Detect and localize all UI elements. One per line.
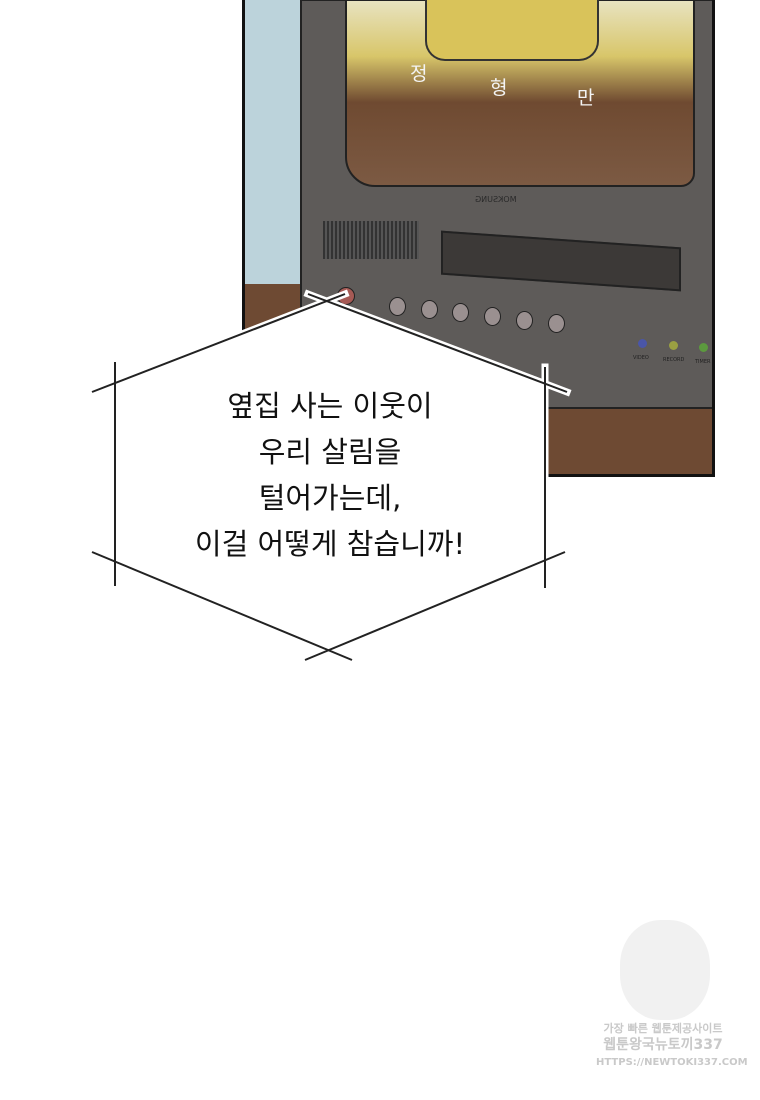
bubble-line-4: 이걸 어떻게 참습니까! xyxy=(194,527,466,561)
vcr-buttons xyxy=(389,297,569,333)
presenter-figure xyxy=(425,0,599,61)
bubble-line-1: 옆집 사는 이웃이 xyxy=(227,389,433,423)
bubble-line-2: 우리 살림을 xyxy=(258,435,402,469)
watermark-line-3: HTTPS://NEWTOKI337.COM xyxy=(596,1057,748,1068)
speech-bubble-text: 옆집 사는 이웃이 우리 살림을 털어가는데, 이걸 어떻게 참습니까! xyxy=(130,383,530,567)
watermark-mascot xyxy=(620,920,710,1020)
screen-caption-2: 형 xyxy=(490,77,508,99)
video-label: VIDEO xyxy=(633,355,649,361)
comic-panel: 정 형 만 MOKSUNG VIDEO RECORD TIMER xyxy=(242,0,715,477)
record-label: RECORD xyxy=(663,357,685,363)
bubble-line-3: 털어가는데, xyxy=(258,481,402,515)
watermark-line-1: 가장 빠른 웹툰제공사이트 xyxy=(603,1022,723,1035)
speaker-grille xyxy=(323,221,419,259)
timer-label: TIMER xyxy=(695,359,711,365)
watermark: 가장 빠른 웹툰제공사이트 웹툰왕국뉴토끼337 HTTPS://NEWTOKI… xyxy=(596,1020,748,1071)
screen-caption-3: 만 xyxy=(577,87,595,109)
indicator-lights: VIDEO RECORD TIMER xyxy=(633,339,712,373)
watermark-line-2: 웹툰왕국뉴토끼337 xyxy=(603,1037,723,1053)
screen-caption-1: 정 xyxy=(410,63,428,85)
